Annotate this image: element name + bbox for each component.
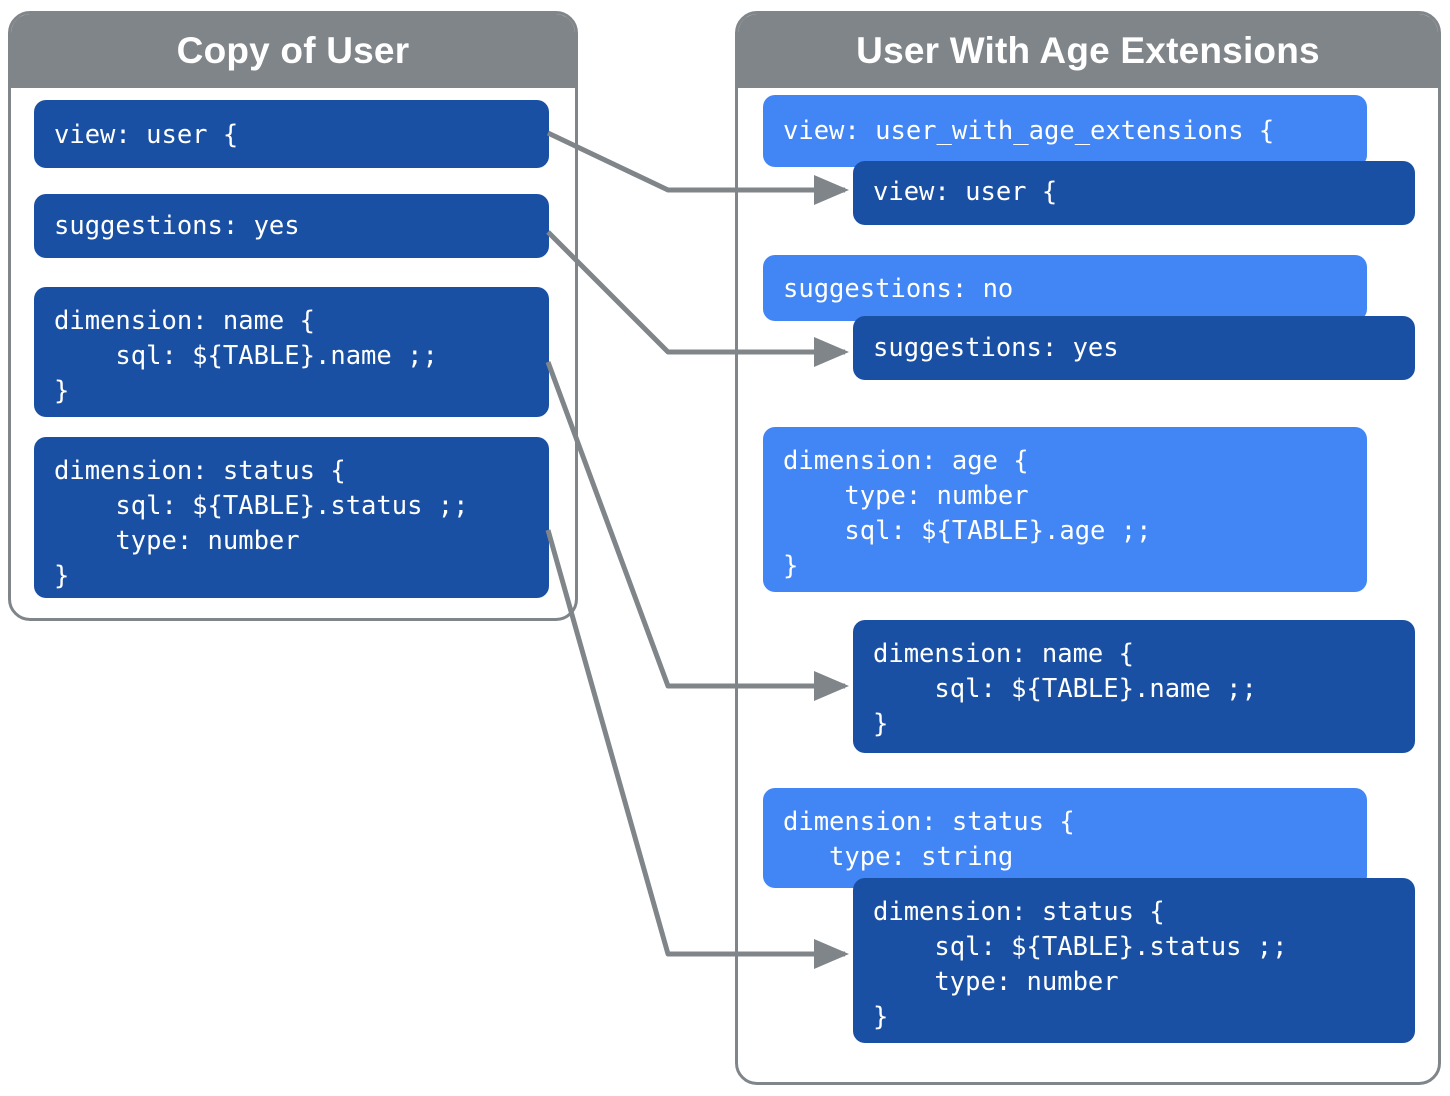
right-code-block-suggestions-yes: suggestions: yes	[853, 316, 1415, 380]
panel-right-title: User With Age Extensions	[738, 14, 1438, 88]
left-code-block-suggestions: suggestions: yes	[34, 194, 549, 258]
left-code-block-dimension-status: dimension: status { sql: ${TABLE}.status…	[34, 437, 549, 598]
panel-left-title: Copy of User	[11, 14, 575, 88]
right-code-block-view-extension: view: user_with_age_extensions {	[763, 95, 1367, 167]
right-code-block-dimension-status-base: dimension: status { sql: ${TABLE}.status…	[853, 878, 1415, 1043]
right-code-block-dimension-status-override: dimension: status { type: string	[763, 788, 1367, 888]
left-code-block-dimension-name: dimension: name { sql: ${TABLE}.name ;; …	[34, 287, 549, 417]
right-code-block-dimension-age: dimension: age { type: number sql: ${TAB…	[763, 427, 1367, 592]
left-code-block-view: view: user {	[34, 100, 549, 168]
right-code-block-dimension-name: dimension: name { sql: ${TABLE}.name ;; …	[853, 620, 1415, 753]
right-code-block-view-user: view: user {	[853, 161, 1415, 225]
right-code-block-suggestions-no: suggestions: no	[763, 255, 1367, 321]
